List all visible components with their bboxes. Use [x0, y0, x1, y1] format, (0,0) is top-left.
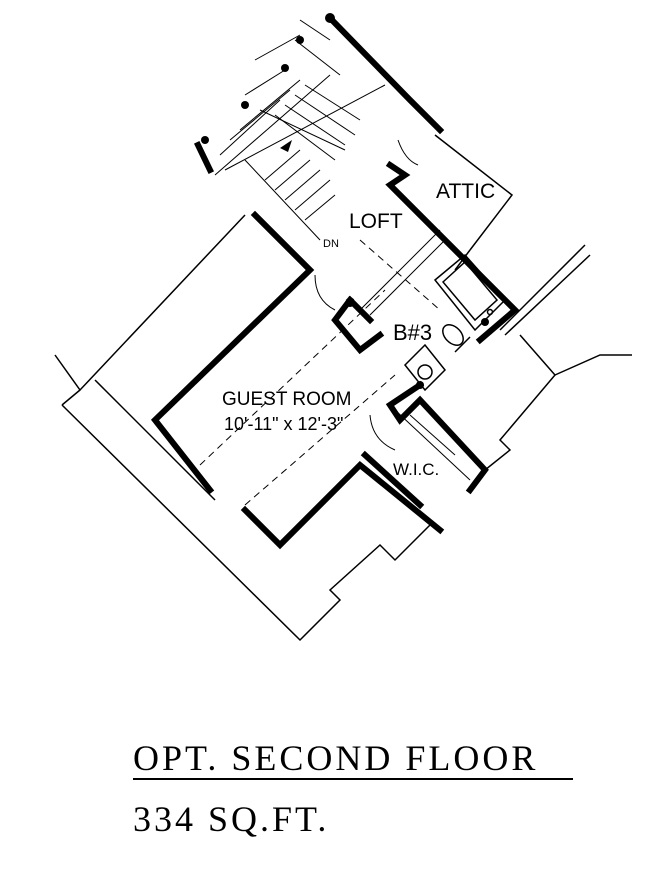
plan-area: 334 SQ.FT.	[133, 799, 330, 839]
room-label-guest-room: GUEST ROOM	[222, 389, 352, 410]
walls	[150, 13, 520, 550]
window-posts	[201, 13, 489, 389]
doors	[314, 139, 419, 451]
toilet-icon	[442, 324, 471, 353]
room-label-closet: W.I.C.	[393, 460, 439, 479]
stair-direction-label: DN	[323, 238, 339, 250]
floor-plan-drawing: LOFT ATTIC B#3 GUEST ROOM 10'-11" x 12'-…	[54, 13, 632, 642]
room-label-loft: LOFT	[349, 210, 403, 233]
plan-title: OPT. SECOND FLOOR	[133, 740, 573, 780]
stair-lines	[214, 19, 471, 481]
room-label-bath: B#3	[393, 320, 432, 345]
sink-icon	[403, 343, 447, 392]
room-label-attic: ATTIC	[436, 180, 495, 203]
ceiling-lines	[199, 239, 441, 506]
roof-outline	[54, 134, 632, 642]
stair-arrow-icon	[280, 140, 292, 152]
bathtub-icon	[433, 253, 507, 332]
room-dimension-guest-room: 10'-11" x 12'-3"	[224, 414, 343, 434]
